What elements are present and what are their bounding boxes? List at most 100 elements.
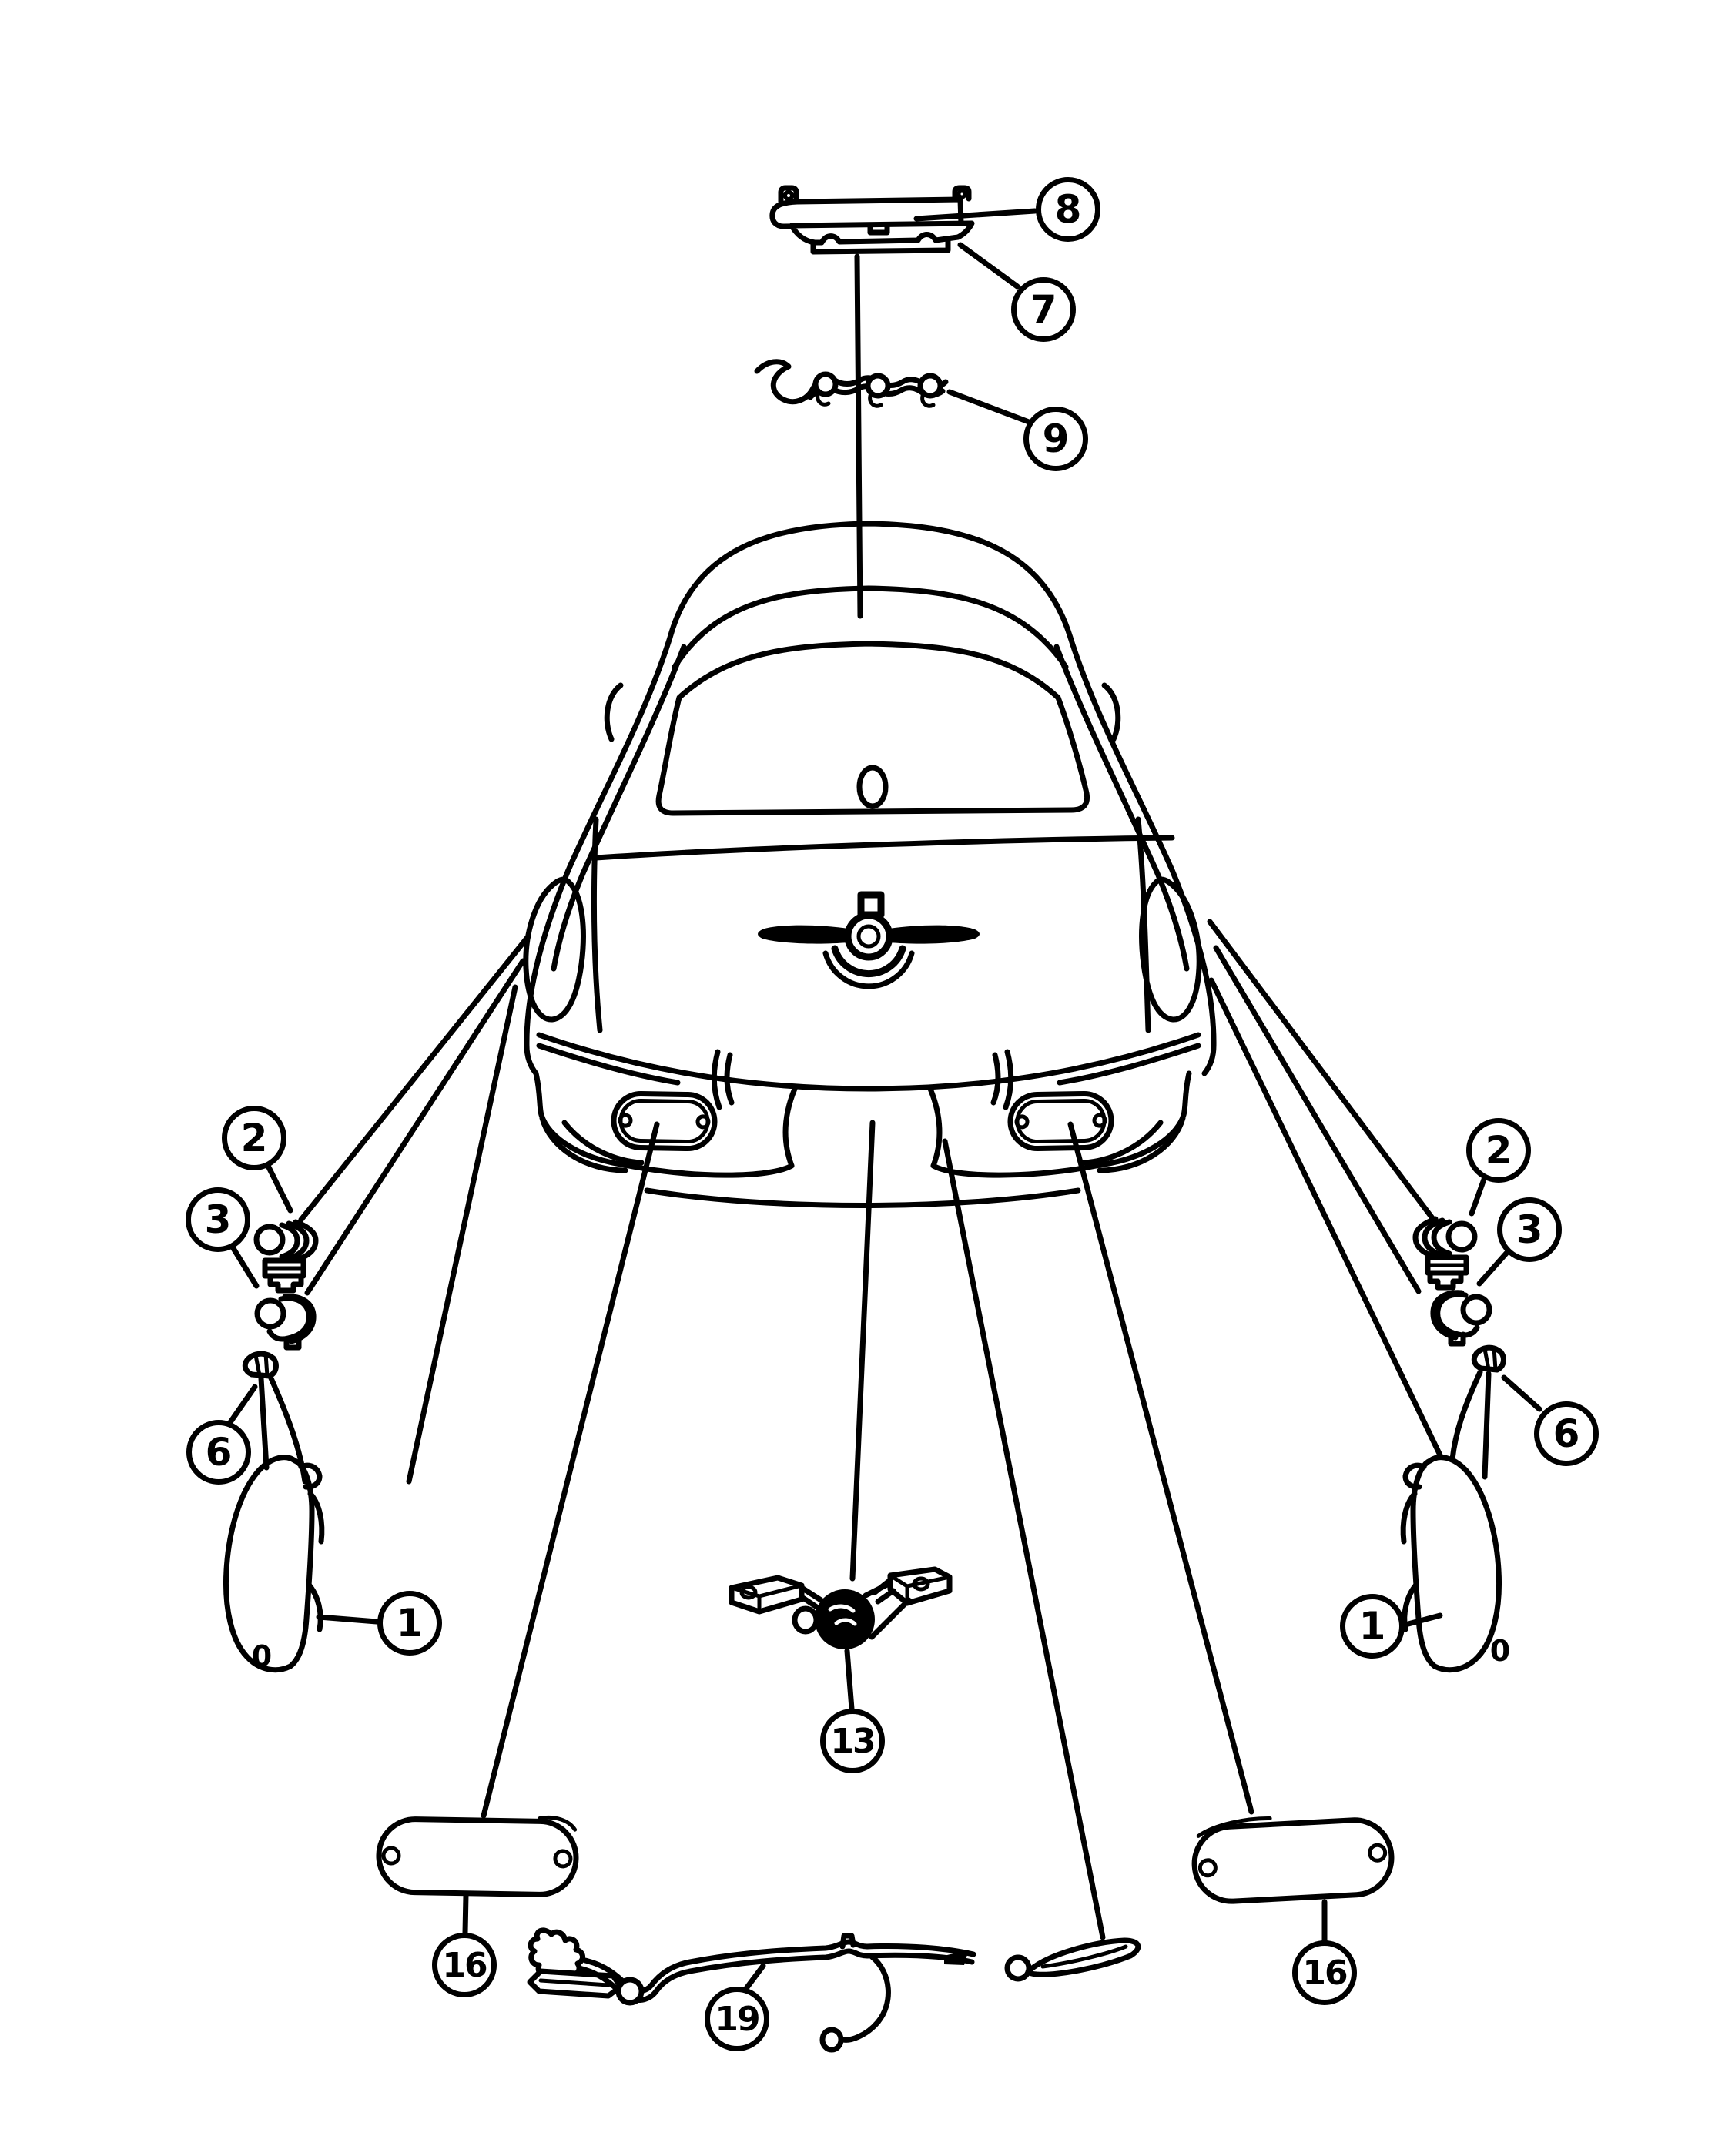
line-license-to-lamp-13 [849,1120,876,1582]
line-quarter-to-bulb-left [298,933,531,1223]
callout-3-left-socket: 3 [186,1187,250,1252]
clip-right-to-lamp-2 [1449,1369,1483,1462]
callout-16-left-backup-lamp: 16 [432,1933,497,1997]
line-quarter-to-bulb-right [1207,919,1435,1221]
wiring-hook-2 [868,393,883,408]
socket-left-notch [283,1335,302,1351]
side-bump-left [604,682,624,742]
wheel-left [539,1115,628,1173]
liftgate-emblem [758,891,980,989]
bulb-left-rib-2 [286,1220,310,1262]
bulb-right-rib-2 [1422,1217,1445,1259]
chmsl-nub-right [952,185,972,203]
part-chmsl-lamp [769,185,975,255]
bulb-left-rib-3 [293,1219,319,1264]
part-socket-left [254,1294,317,1351]
leader-line-19-wiring-harness [742,1963,766,1994]
part-tail-lamp-left [223,1455,325,1673]
part-backup-lamp-left [376,1815,579,1897]
emblem-ring-inner [856,924,881,949]
license-v-line-2 [862,1580,893,1599]
socket-right-glass [1460,1294,1492,1326]
wheel-right [1097,1115,1186,1173]
part-license-lamp [729,1566,953,1649]
part-backup-lamp-right [1191,1816,1395,1904]
callout-6-right-clip: 6 [1534,1401,1599,1466]
chmsl-body [769,196,964,229]
leader-lines [226,208,1542,1994]
leader-line-6-right-clip [1501,1374,1542,1412]
bumper-lamp-left [611,1090,718,1152]
bumper-top-right [1057,1043,1201,1086]
rear-window [655,641,1090,816]
emblem-arc-2 [822,950,915,989]
line-quarter-to-socket-right [1213,945,1422,1294]
bumper-crease-left-a [711,1049,722,1110]
callout-16-right-backup-lamp: 16 [1292,1940,1357,2005]
part-clip-right [1449,1344,1506,1480]
part-socket-right [1430,1290,1492,1347]
license-socket-boss [792,1605,819,1635]
chmsl-nub-left [778,185,799,205]
fascia-lower-edge [644,1187,1081,1208]
screw-hole-label: 0 [251,1639,273,1673]
license-recess-left [782,1086,798,1169]
line-quarter-to-tail-lamp-left [406,984,518,1485]
chmsl-nub-right-dot [956,189,967,199]
bumper-crease-right-b [990,1052,1001,1106]
harness-bracket-line [538,1978,611,1987]
chmsl-nub-left-dot [783,190,794,201]
spoiler-line [672,585,1069,670]
line-quarter-to-tail-lamp-right [1208,977,1456,1485]
tail-lamp-right-tab [1402,1462,1427,1490]
wiring-squiggle-upper [754,359,949,404]
backup-lamp-left-hole-2 [553,1849,573,1869]
bumper-lamp-right [1007,1090,1114,1152]
tail-lamp-right-body [1410,1455,1502,1673]
emblem-arc-1 [831,945,906,977]
license-arm-left [799,1585,824,1611]
clip-left-to-lamp-2 [268,1375,308,1485]
tail-lamp-left-tab [298,1462,323,1490]
leader-line-16-left-backup-lamp [462,1892,469,1936]
leader-line-7-chmsl-lens [957,242,1020,290]
part-wiring-harness [527,1927,1141,2053]
callout-2-left-bulb: 2 [222,1106,286,1170]
wiring-hook-3 [920,393,936,408]
bumper-crease-left-b [724,1052,735,1106]
tail-lamp-opening-left [523,876,586,1023]
bumper-top-left [536,1043,681,1086]
tail-lamp-opening-right [1139,876,1202,1023]
license-lamp-highlight-1 [828,1604,856,1613]
chmsl-lens-lip [810,238,951,255]
leader-line-1-left-tail-lamp [316,1614,380,1625]
line-chmsl-to-roof [854,253,863,619]
vehicle-rear-view [523,521,1217,1208]
side-bump-right [1101,682,1121,742]
bumper-lamp-left-outline [611,1090,718,1152]
bulb-left-glass [253,1224,286,1256]
callout-2-right-bulb: 2 [1466,1118,1531,1183]
bulb-left-rib-1 [279,1222,300,1260]
callout-6-left-clip: 6 [186,1420,251,1485]
liftgate-bottom-edge [536,1032,1201,1092]
line-bumper-to-backup-right [1067,1121,1254,1815]
license-bracket-right-hole [912,1576,930,1592]
emblem-wing-left [758,925,849,944]
bumper-lamp-left-hole-2 [695,1114,711,1130]
backup-lamp-right-flourish [1196,1816,1272,1838]
leader-line-8-chmsl-lamp [913,208,1038,222]
callout-7-chmsl-lens: 7 [1011,277,1076,342]
harness-run-upper [582,1939,976,1994]
bulb-right-base-step [1427,1270,1464,1291]
backup-lamp-left-hole-1 [381,1846,401,1866]
clip-left-line-1 [253,1353,262,1378]
license-bracket-right [887,1566,953,1606]
callout-13-license-lamp: 13 [820,1709,885,1773]
leader-line-13-license-lamp [844,1648,855,1712]
harness-nub [839,1933,856,1950]
socket-left-glass [254,1297,286,1330]
callout-3-right-socket: 3 [1497,1197,1562,1262]
license-v-line-1 [869,1597,912,1640]
